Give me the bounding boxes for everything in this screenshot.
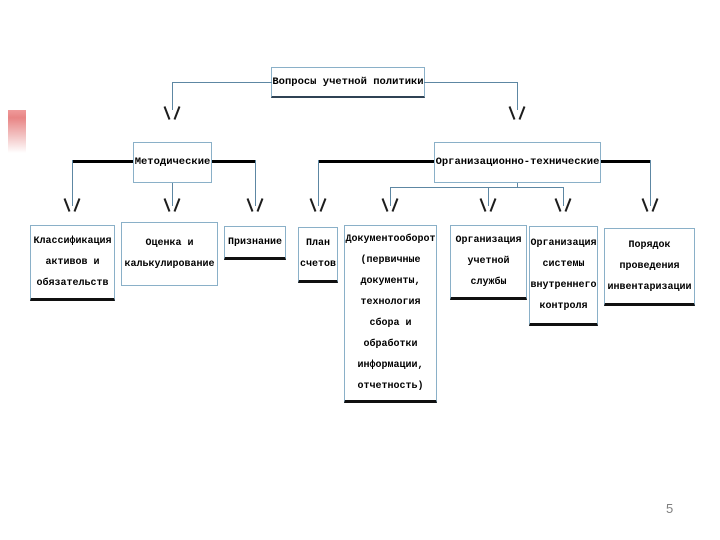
arrow-down-icon — [641, 196, 659, 216]
node-inventory-procedure: Порядок проведения инвентаризации — [604, 228, 695, 306]
arrow-down-icon — [381, 196, 399, 216]
connector-line — [172, 183, 173, 206]
arrow-down-icon — [479, 196, 497, 216]
page-number: 5 — [666, 501, 674, 516]
node-recognition: Признание — [224, 226, 286, 260]
connector-line — [172, 82, 173, 110]
node-accounting-service: Организация учетной службы — [450, 225, 527, 300]
connector-line — [390, 187, 564, 188]
connector-trunk — [72, 160, 133, 163]
accent-bar — [8, 110, 26, 153]
node-chart-of-accounts: План счетов — [298, 227, 338, 283]
connector-line — [424, 82, 518, 83]
arrow-down-icon — [309, 196, 327, 216]
node-accounting-policy-issues: Вопросы учетной политики — [271, 67, 425, 98]
node-classification-assets: Классификация активов и обязательств — [30, 225, 115, 301]
arrow-down-icon — [554, 196, 572, 216]
connector-trunk — [212, 160, 256, 163]
connector-line — [255, 160, 256, 206]
arrow-down-icon — [163, 196, 181, 216]
arrow-down-icon — [246, 196, 264, 216]
connector-line — [318, 160, 319, 206]
node-document-flow: Документооборот (первичные документы, те… — [344, 225, 437, 403]
connector-trunk — [318, 160, 434, 163]
connector-line — [650, 160, 651, 206]
connector-line — [72, 160, 73, 206]
connector-line — [517, 82, 518, 110]
connector-line — [172, 82, 272, 83]
connector-line — [517, 183, 518, 188]
node-internal-control: Организация системы внутреннего контроля — [529, 226, 598, 326]
node-organizational-technical: Организационно-технические — [434, 142, 601, 183]
arrow-down-icon — [163, 104, 181, 124]
node-valuation-calculation: Оценка и калькулирование — [121, 222, 218, 286]
arrow-down-icon — [508, 104, 526, 124]
connector-trunk — [601, 160, 650, 163]
arrow-down-icon — [63, 196, 81, 216]
node-methodical: Методические — [133, 142, 212, 183]
